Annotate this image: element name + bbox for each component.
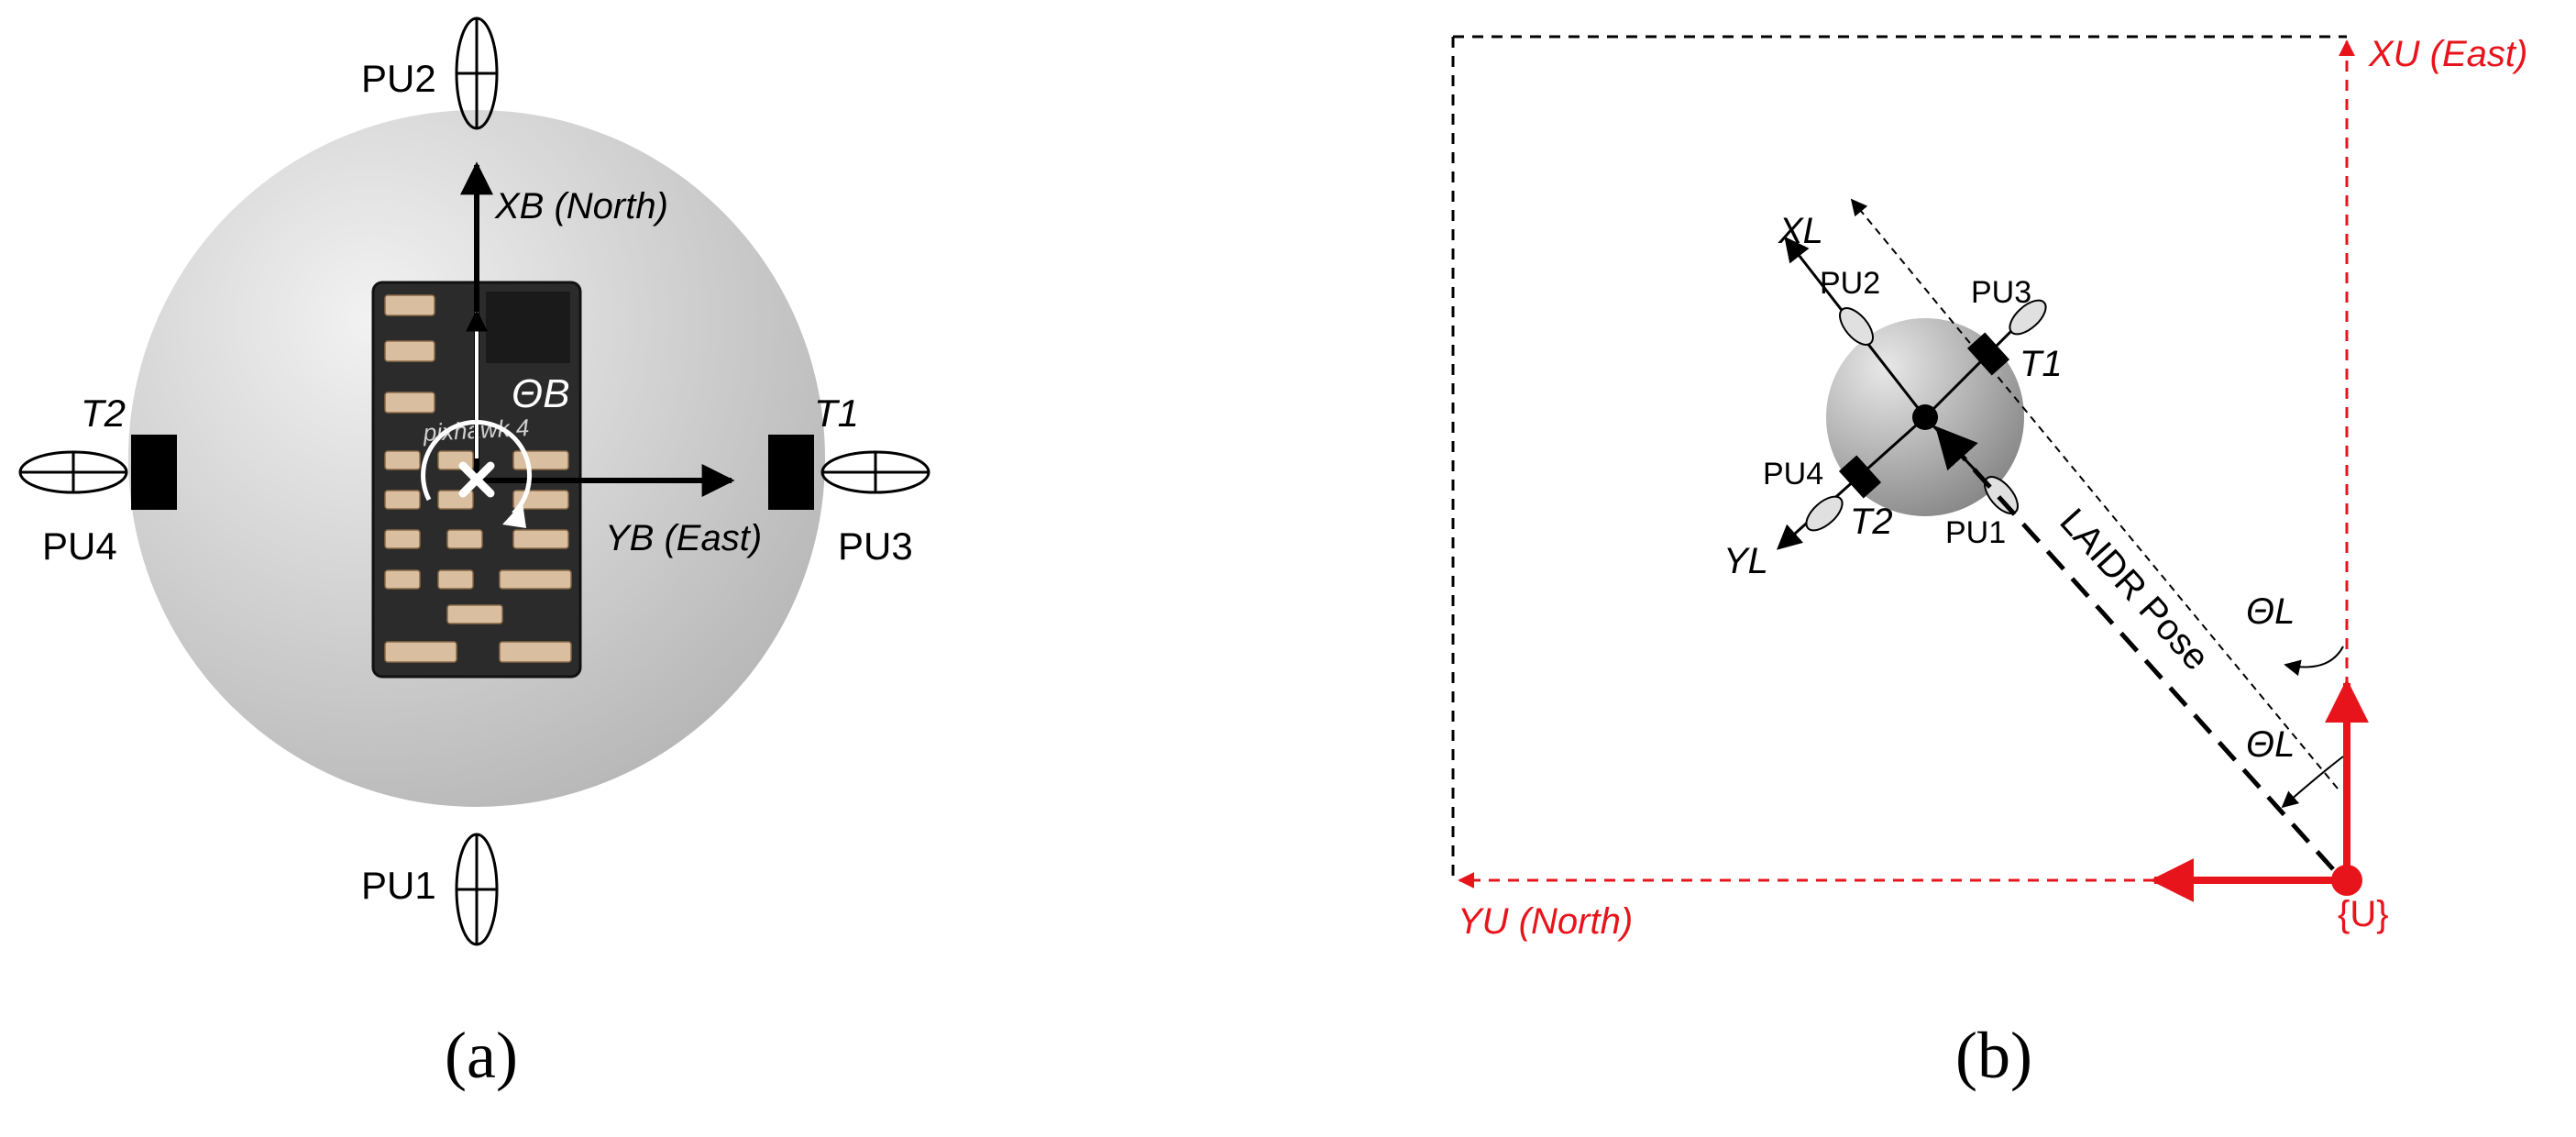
board-port-connector [385, 341, 435, 361]
theta-b-label: ΘB [512, 371, 570, 416]
board-port-connector [385, 642, 457, 662]
propeller-pu4-icon [20, 452, 127, 492]
board-port-connector [385, 392, 435, 413]
pu3-label-b: PU3 [1971, 275, 2031, 310]
origin-u-label: {U} [2338, 894, 2389, 934]
yb-axis-label: YB (East) [605, 518, 762, 558]
xb-axis-label: XB (North) [494, 186, 668, 226]
origin-u-dot [2331, 865, 2362, 896]
board-port-connector [500, 642, 571, 662]
t2-label-b: T2 [1850, 502, 1893, 542]
board-port-connector [385, 530, 420, 548]
propeller-pu3-icon [822, 452, 929, 492]
pu1-label-b: PU1 [1945, 515, 2006, 550]
pu1-label-a: PU1 [361, 864, 436, 907]
board-port-connector [447, 605, 502, 624]
propeller-pu4-icon-b [1800, 491, 1848, 536]
board-port-connector [385, 491, 420, 509]
board-port-connector [385, 570, 420, 589]
board-port-connector [447, 530, 482, 548]
pu2-label-a: PU2 [361, 57, 436, 100]
theta-l-arc-upper [2285, 646, 2343, 668]
xu-axis-label: XU (East) [2368, 34, 2527, 74]
pu2-label-b: PU2 [1820, 266, 1880, 301]
propeller-pu1-icon [457, 834, 497, 944]
panel-b: XU (East) YU (North) {U} XL YL PU2 PU3 P… [1453, 34, 2527, 1092]
thruster-t2-block [131, 435, 177, 510]
vehicle-center-dot [1912, 404, 1938, 430]
board-port-connector [513, 451, 568, 469]
caption-a: (a) [445, 1019, 518, 1092]
t1-label-b: T1 [2020, 344, 2063, 384]
laidr-pose-label: LAIDR Pose [2052, 502, 2217, 679]
thruster-t1-block [768, 435, 814, 510]
theta-l-label-lower: ΘL [2246, 724, 2295, 765]
propeller-pu2-icon [457, 18, 497, 128]
pu4-label-b: PU4 [1763, 457, 1823, 491]
caption-b: (b) [1955, 1019, 2032, 1092]
pu4-label-a: PU4 [42, 524, 117, 568]
board-port-connector [385, 451, 420, 469]
board-port-connector [385, 295, 435, 315]
panel-a: pixhawk 4 XB (North) YB (East) ΘB T1 T2 … [20, 18, 929, 1092]
yu-axis-label: YU (North) [1458, 901, 1633, 942]
t2-label-a: T2 [81, 392, 126, 435]
t1-label-a: T1 [814, 392, 859, 435]
xl-axis-label: XL [1778, 211, 1823, 251]
board-port-connector [438, 570, 473, 589]
theta-l-label-upper: ΘL [2246, 591, 2295, 632]
pu3-label-a: PU3 [838, 524, 913, 568]
yl-axis-label: YL [1723, 541, 1768, 581]
board-port-connector [500, 570, 571, 589]
board-port-connector [513, 530, 568, 548]
